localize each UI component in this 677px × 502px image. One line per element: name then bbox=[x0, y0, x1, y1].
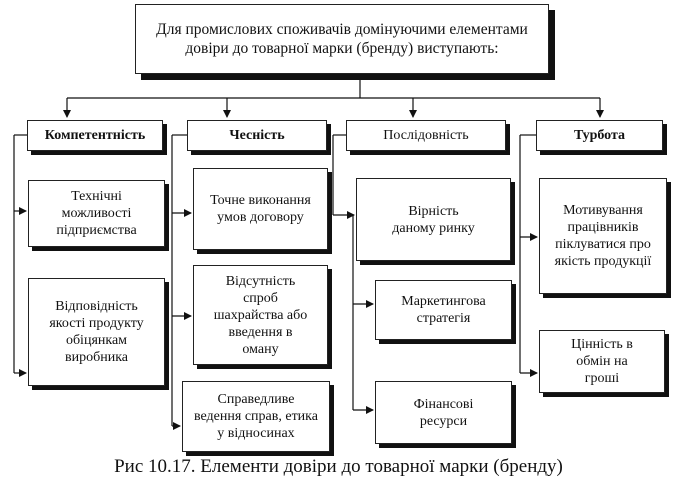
figure-caption: Рис 10.17. Елементи довіри до товарної м… bbox=[114, 456, 563, 477]
column-header-care: Турбота bbox=[536, 120, 663, 151]
column-header-competence: Компетентність bbox=[27, 120, 163, 151]
diagram-top-box: Для промислових споживачів домінуючими е… bbox=[135, 4, 549, 74]
item-employee-motivation: Мотивування працівників піклуватися про … bbox=[539, 178, 667, 294]
item-technical-capabilities: Технічні можливості підприємства bbox=[28, 180, 165, 247]
column-header-honesty: Чесність bbox=[187, 120, 327, 151]
item-financial-resources: Фінансові ресурси bbox=[375, 381, 512, 444]
item-quality-compliance: Відповідність якості продукту обіцянкам … bbox=[28, 278, 165, 386]
item-market-loyalty: Вірність даному ринку bbox=[356, 178, 511, 261]
item-fair-dealing: Справедливе ведення справ, етика у відно… bbox=[182, 381, 330, 452]
item-marketing-strategy: Маркетингова стратегія bbox=[375, 280, 512, 340]
item-contract-execution: Точне виконання умов договору bbox=[193, 168, 328, 250]
item-no-fraud: Відсутність спроб шахрайства або введенн… bbox=[193, 265, 328, 365]
item-value-for-money: Цінність в обмін на гроші bbox=[539, 330, 665, 393]
column-header-consistency: Послідовність bbox=[346, 120, 506, 151]
